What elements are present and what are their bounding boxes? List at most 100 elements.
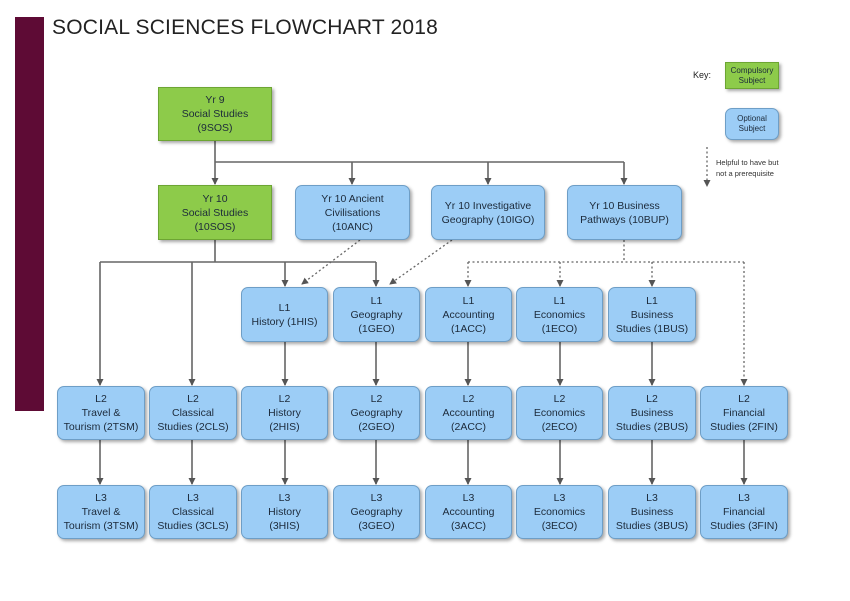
node-l3-fin-line-3: Studies (3FIN) xyxy=(710,520,778,532)
node-l2-tsm-line-1: L2 xyxy=(95,393,107,405)
node-l3-history: L3 History (3HIS) xyxy=(241,485,328,539)
node-yr9-line-2: Social Studies xyxy=(181,108,249,120)
node-l3-financial-studies: L3 Financial Studies (3FIN) xyxy=(700,485,788,539)
node-l2-financial-studies: L2 Financial Studies (2FIN) xyxy=(700,386,788,440)
key-helpful-line-1: Helpful to have but xyxy=(716,158,779,167)
node-l1-eco-line-1: L1 xyxy=(553,294,566,307)
node-l3-acc-line-3: (3ACC) xyxy=(450,520,486,532)
page-title: SOCIAL SCIENCES FLOWCHART 2018 xyxy=(52,16,439,39)
node-l3-accounting: L3 Accounting (3ACC) xyxy=(425,485,512,539)
node-l1-accounting: L1 Accounting (1ACC) xyxy=(425,287,512,342)
node-l1-geo-line-2: Geography xyxy=(350,308,403,321)
node-l2-eco-line-1: L2 xyxy=(553,393,566,405)
key-optional-line-2: Subject xyxy=(738,124,766,133)
node-l2-geo-line-2: Geography xyxy=(350,407,403,419)
node-l3-business-studies: L3 Business Studies (3BUS) xyxy=(608,485,696,539)
node-l3-travel-tourism: L3 Travel & Tourism (3TSM) xyxy=(57,485,145,539)
node-l2-classical-studies: L2 Classical Studies (2CLS) xyxy=(149,386,237,440)
node-l2-his-line-1: L2 xyxy=(278,393,291,405)
node-l2-acc-line-3: (2ACC) xyxy=(450,421,486,433)
node-l2-bus-line-3: Studies (2BUS) xyxy=(615,421,689,433)
node-l2-eco-line-2: Economics xyxy=(533,407,586,419)
node-l2-geo-line-3: (2GEO) xyxy=(358,421,395,433)
node-yr10-sos-line-3: (10SOS) xyxy=(194,220,236,233)
node-l2-economics: L2 Economics (2ECO) xyxy=(516,386,603,440)
node-l3-bus-line-2: Business xyxy=(630,506,674,518)
node-l3-bus-line-1: L3 xyxy=(646,492,658,504)
node-l2-his-line-3: (2HIS) xyxy=(269,421,300,433)
node-yr10-investigative-geography: Yr 10 Investigative Geography (10IGO) xyxy=(431,185,545,240)
node-l3-geo-line-3: (3GEO) xyxy=(358,520,395,532)
node-l3-eco-line-3: (3ECO) xyxy=(541,520,578,532)
node-l1-geography: L1 Geography (1GEO) xyxy=(333,287,420,342)
node-l2-tsm-line-2: Travel & xyxy=(81,407,121,419)
node-l1-bus-line-1: L1 xyxy=(646,294,658,307)
node-yr10-ancient-civilisations: Yr 10 Ancient Civilisations (10ANC) xyxy=(295,185,410,240)
node-l3-geography: L3 Geography (3GEO) xyxy=(333,485,420,539)
node-l3-eco-line-2: Economics xyxy=(533,506,586,518)
node-l2-cls-line-1: L2 xyxy=(187,393,199,405)
node-l3-tsm-line-3: Tourism (3TSM) xyxy=(63,520,139,532)
node-yr9-social-studies: Yr 9 Social Studies (9SOS) xyxy=(158,87,272,141)
node-yr10-anc-line-1: Yr 10 Ancient xyxy=(321,192,384,205)
node-l2-cls-line-3: Studies (2CLS) xyxy=(157,421,229,433)
node-l2-fin-line-1: L2 xyxy=(738,393,750,405)
node-l3-geo-line-1: L3 xyxy=(370,492,383,504)
node-l3-fin-line-1: L3 xyxy=(738,492,750,504)
node-yr10-sos-line-1: Yr 10 xyxy=(202,192,228,205)
node-yr9-line-1: Yr 9 xyxy=(205,94,225,106)
node-l1-his-line-1: L1 xyxy=(278,301,291,314)
node-yr10-sos-line-2: Social Studies xyxy=(181,206,249,219)
key-compulsory-line-1: Compulsory xyxy=(730,65,774,75)
node-l2-acc-line-1: L2 xyxy=(462,393,475,405)
node-yr9-line-3: (9SOS) xyxy=(197,122,233,134)
key-helpful-line-2: not a prerequisite xyxy=(716,169,774,178)
node-l1-business-studies: L1 Business Studies (1BUS) xyxy=(608,287,696,342)
node-l3-acc-line-1: L3 xyxy=(462,492,475,504)
node-l3-classical-studies: L3 Classical Studies (3CLS) xyxy=(149,485,237,539)
node-yr10-anc-line-2: Civilisations xyxy=(324,206,381,219)
node-l3-cls-line-2: Classical xyxy=(171,506,214,518)
node-l2-bus-line-1: L2 xyxy=(646,393,658,405)
node-l2-cls-line-2: Classical xyxy=(171,407,214,419)
node-l1-acc-line-1: L1 xyxy=(462,294,475,307)
node-l2-geo-line-1: L2 xyxy=(370,393,383,405)
node-l1-geo-line-1: L1 xyxy=(370,294,383,307)
node-l3-his-line-2: History xyxy=(268,506,301,518)
node-l1-acc-line-3: (1ACC) xyxy=(450,322,486,335)
node-l1-acc-line-2: Accounting xyxy=(442,308,495,321)
node-yr10-igo-line-2: Geography (10IGO) xyxy=(441,213,535,226)
node-yr10-anc-line-3: (10ANC) xyxy=(332,220,373,233)
node-l2-fin-line-3: Studies (2FIN) xyxy=(710,421,778,433)
node-l2-his-line-2: History xyxy=(268,407,301,419)
node-l1-eco-line-3: (1ECO) xyxy=(541,322,578,335)
node-l1-economics: L1 Economics (1ECO) xyxy=(516,287,603,342)
node-l3-tsm-line-1: L3 xyxy=(95,492,107,504)
node-l3-cls-line-1: L3 xyxy=(187,492,199,504)
node-yr10-igo-line-1: Yr 10 Investigative xyxy=(444,199,532,212)
node-l3-cls-line-3: Studies (3CLS) xyxy=(157,520,229,532)
key-compulsory-box: Compulsory Subject xyxy=(725,62,779,89)
node-l3-his-line-1: L3 xyxy=(278,492,291,504)
node-l2-bus-line-2: Business xyxy=(630,407,674,419)
node-l2-eco-line-3: (2ECO) xyxy=(541,421,578,433)
node-l2-business-studies: L2 Business Studies (2BUS) xyxy=(608,386,696,440)
node-yr10-bup-line-1: Yr 10 Business xyxy=(589,199,660,212)
key-optional-box: Optional Subject xyxy=(725,108,779,140)
key-label: Key: xyxy=(693,70,712,80)
node-l3-acc-line-2: Accounting xyxy=(442,506,495,518)
node-l1-eco-line-2: Economics xyxy=(533,308,586,321)
node-l3-bus-line-3: Studies (3BUS) xyxy=(615,520,689,532)
node-l3-geo-line-2: Geography xyxy=(350,506,403,518)
node-l1-bus-line-2: Business xyxy=(630,308,674,321)
key-compulsory-line-2: Subject xyxy=(738,75,766,85)
node-l2-travel-tourism: L2 Travel & Tourism (2TSM) xyxy=(57,386,145,440)
node-yr10-business-pathways: Yr 10 Business Pathways (10BUP) xyxy=(567,185,682,240)
node-l2-geography: L2 Geography (2GEO) xyxy=(333,386,420,440)
node-l3-economics: L3 Economics (3ECO) xyxy=(516,485,603,539)
node-l3-his-line-3: (3HIS) xyxy=(269,520,300,532)
node-l2-history: L2 History (2HIS) xyxy=(241,386,328,440)
node-l1-his-line-2: History (1HIS) xyxy=(251,315,318,328)
node-yr10-bup-line-2: Pathways (10BUP) xyxy=(580,213,669,226)
node-l1-geo-line-3: (1GEO) xyxy=(358,322,395,335)
